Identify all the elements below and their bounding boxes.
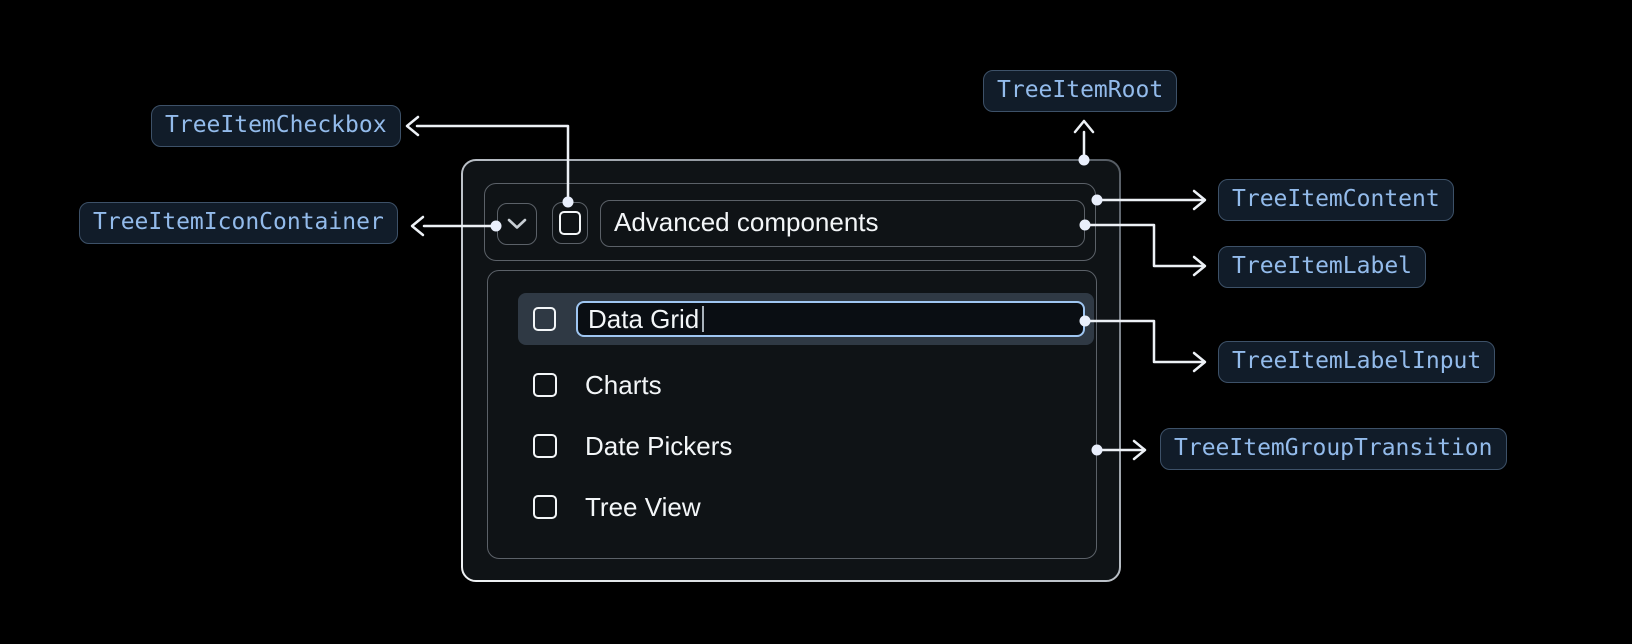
checkbox-unchecked-icon[interactable] [559, 211, 581, 235]
tree-row-date-pickers[interactable]: Date Pickers [518, 426, 1094, 466]
badge-tree-item-label-input: TreeItemLabelInput [1218, 341, 1496, 383]
tree-item-label[interactable]: Advanced components [600, 200, 1085, 247]
checkbox-unchecked-icon[interactable] [533, 373, 557, 397]
badge-tree-item-content: TreeItemContent [1218, 179, 1454, 221]
chevron-down-icon [507, 218, 527, 229]
tree-item-label-input[interactable]: Data Grid [576, 301, 1085, 337]
tree-row-charts[interactable]: Charts [518, 365, 1094, 405]
badge-tree-item-group-transition: TreeItemGroupTransition [1160, 428, 1507, 470]
checkbox-unchecked-icon[interactable] [533, 307, 556, 331]
badge-tree-item-icon-container: TreeItemIconContainer [79, 202, 398, 244]
badge-tree-item-checkbox: TreeItemCheckbox [151, 105, 401, 147]
tree-item-label-text: Tree View [585, 491, 701, 522]
tree-row-tree-view[interactable]: Tree View [518, 487, 1094, 527]
tree-item-icon-container[interactable] [497, 203, 537, 245]
badge-tree-item-label: TreeItemLabel [1218, 246, 1427, 288]
label-input-value: Data Grid [588, 303, 700, 334]
checkbox-unchecked-icon[interactable] [533, 434, 557, 458]
tree-item-label-text: Charts [585, 369, 662, 400]
badge-tree-item-root: TreeItemRoot [983, 70, 1178, 112]
tree-item-checkbox[interactable] [552, 202, 588, 244]
arrow-tree-item-root [1073, 119, 1095, 158]
tree-item-label-text: Date Pickers [585, 430, 733, 461]
tree-row-editing[interactable]: Data Grid [518, 293, 1094, 345]
text-cursor [702, 306, 705, 332]
checkbox-unchecked-icon[interactable] [533, 495, 557, 519]
